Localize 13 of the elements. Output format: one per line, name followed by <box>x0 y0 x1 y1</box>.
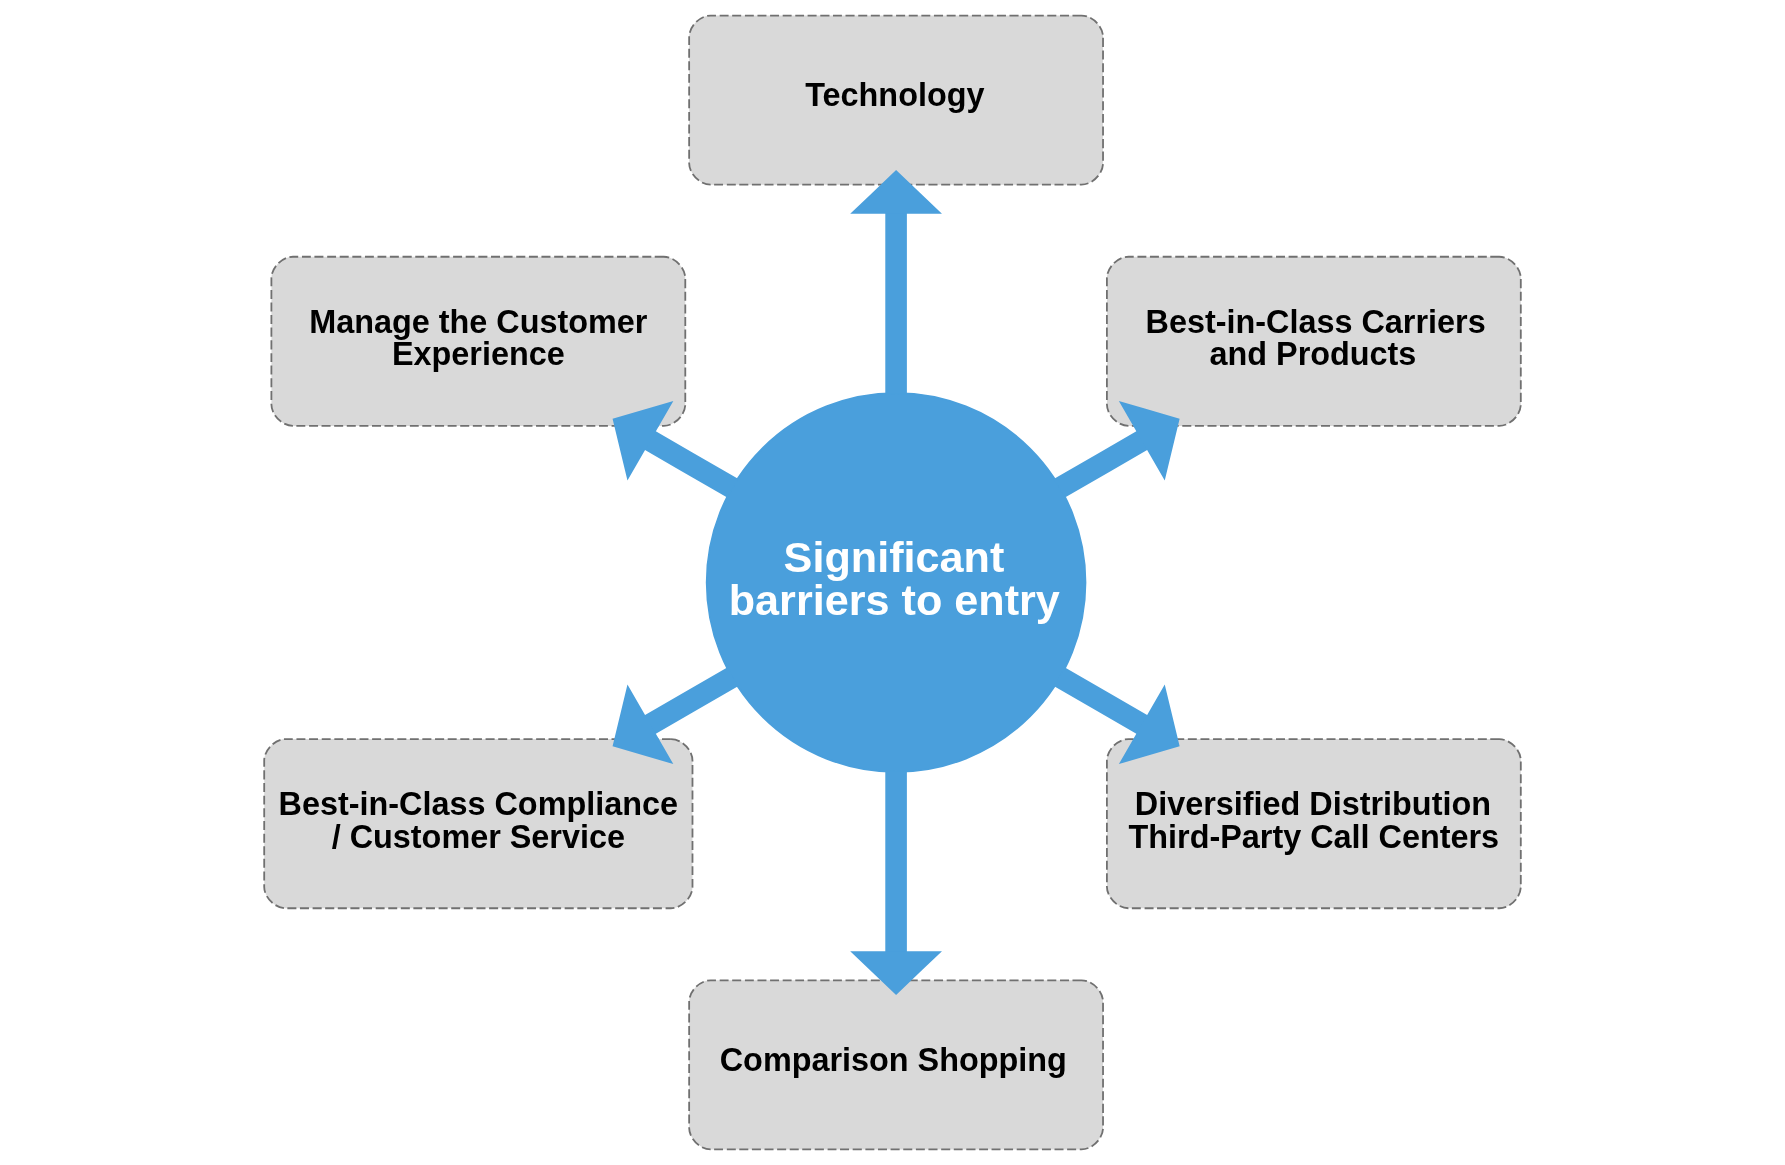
arrow <box>1054 667 1180 765</box>
arrow <box>612 400 738 498</box>
arrow <box>850 170 942 394</box>
node-box: Diversified Distribution Third-Party Call Centers <box>1106 738 1522 910</box>
node-box: Best-in-Class Carriers and Products <box>1106 255 1522 427</box>
arrow <box>850 771 942 995</box>
node-circle: Significant barriers to entry <box>705 392 1087 773</box>
arrow <box>1054 400 1180 498</box>
node-box: Comparison Shopping <box>688 979 1104 1151</box>
arrow <box>612 667 738 765</box>
node-box: Best-in-Class Compliance / Customer Service <box>263 738 694 910</box>
node-box: Technology <box>688 14 1104 186</box>
node-box: Manage the Customer Experience <box>270 255 687 427</box>
